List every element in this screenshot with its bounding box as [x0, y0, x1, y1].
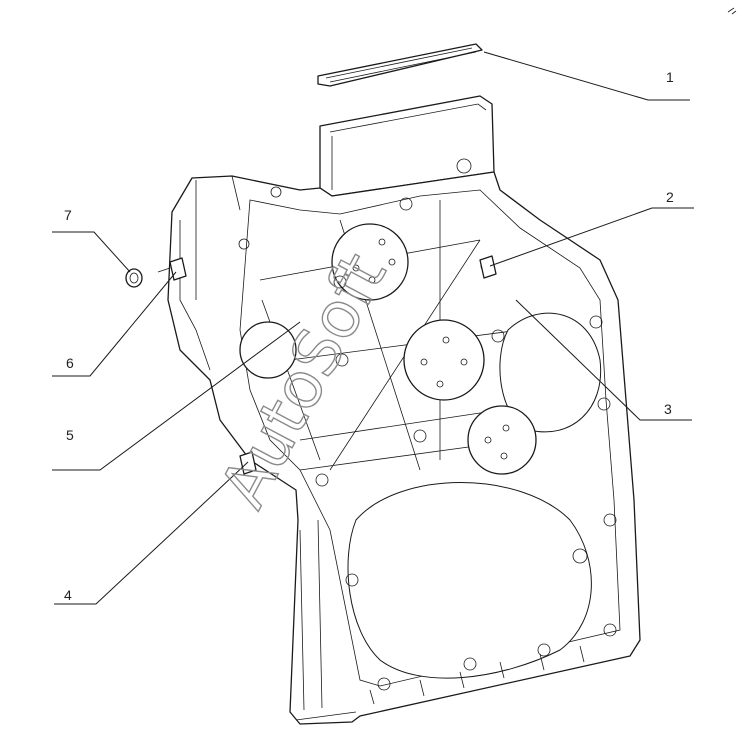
bolt-part: [239, 451, 257, 475]
callout-5: 5: [66, 427, 74, 443]
gasket-part: [317, 43, 483, 87]
leader-line-5: [52, 321, 301, 471]
timing-cover-housing: [167, 95, 641, 725]
leader-line-2: [489, 207, 694, 267]
callout-7: 7: [64, 207, 72, 223]
callout-4: 4: [64, 587, 72, 603]
callout-3: 3: [664, 401, 672, 417]
leader-line-3: [515, 299, 692, 421]
callout-2: 2: [666, 189, 674, 205]
corner-mark: [727, 7, 737, 15]
callout-6: 6: [66, 355, 74, 371]
leader-line-6: [52, 271, 177, 377]
leader-line-1: [483, 51, 690, 101]
leader-line-7: [52, 231, 131, 273]
washer-part: [125, 268, 143, 288]
stud-part: [479, 255, 497, 279]
leader-line-4: [54, 461, 249, 605]
callout-1: 1: [666, 69, 674, 85]
